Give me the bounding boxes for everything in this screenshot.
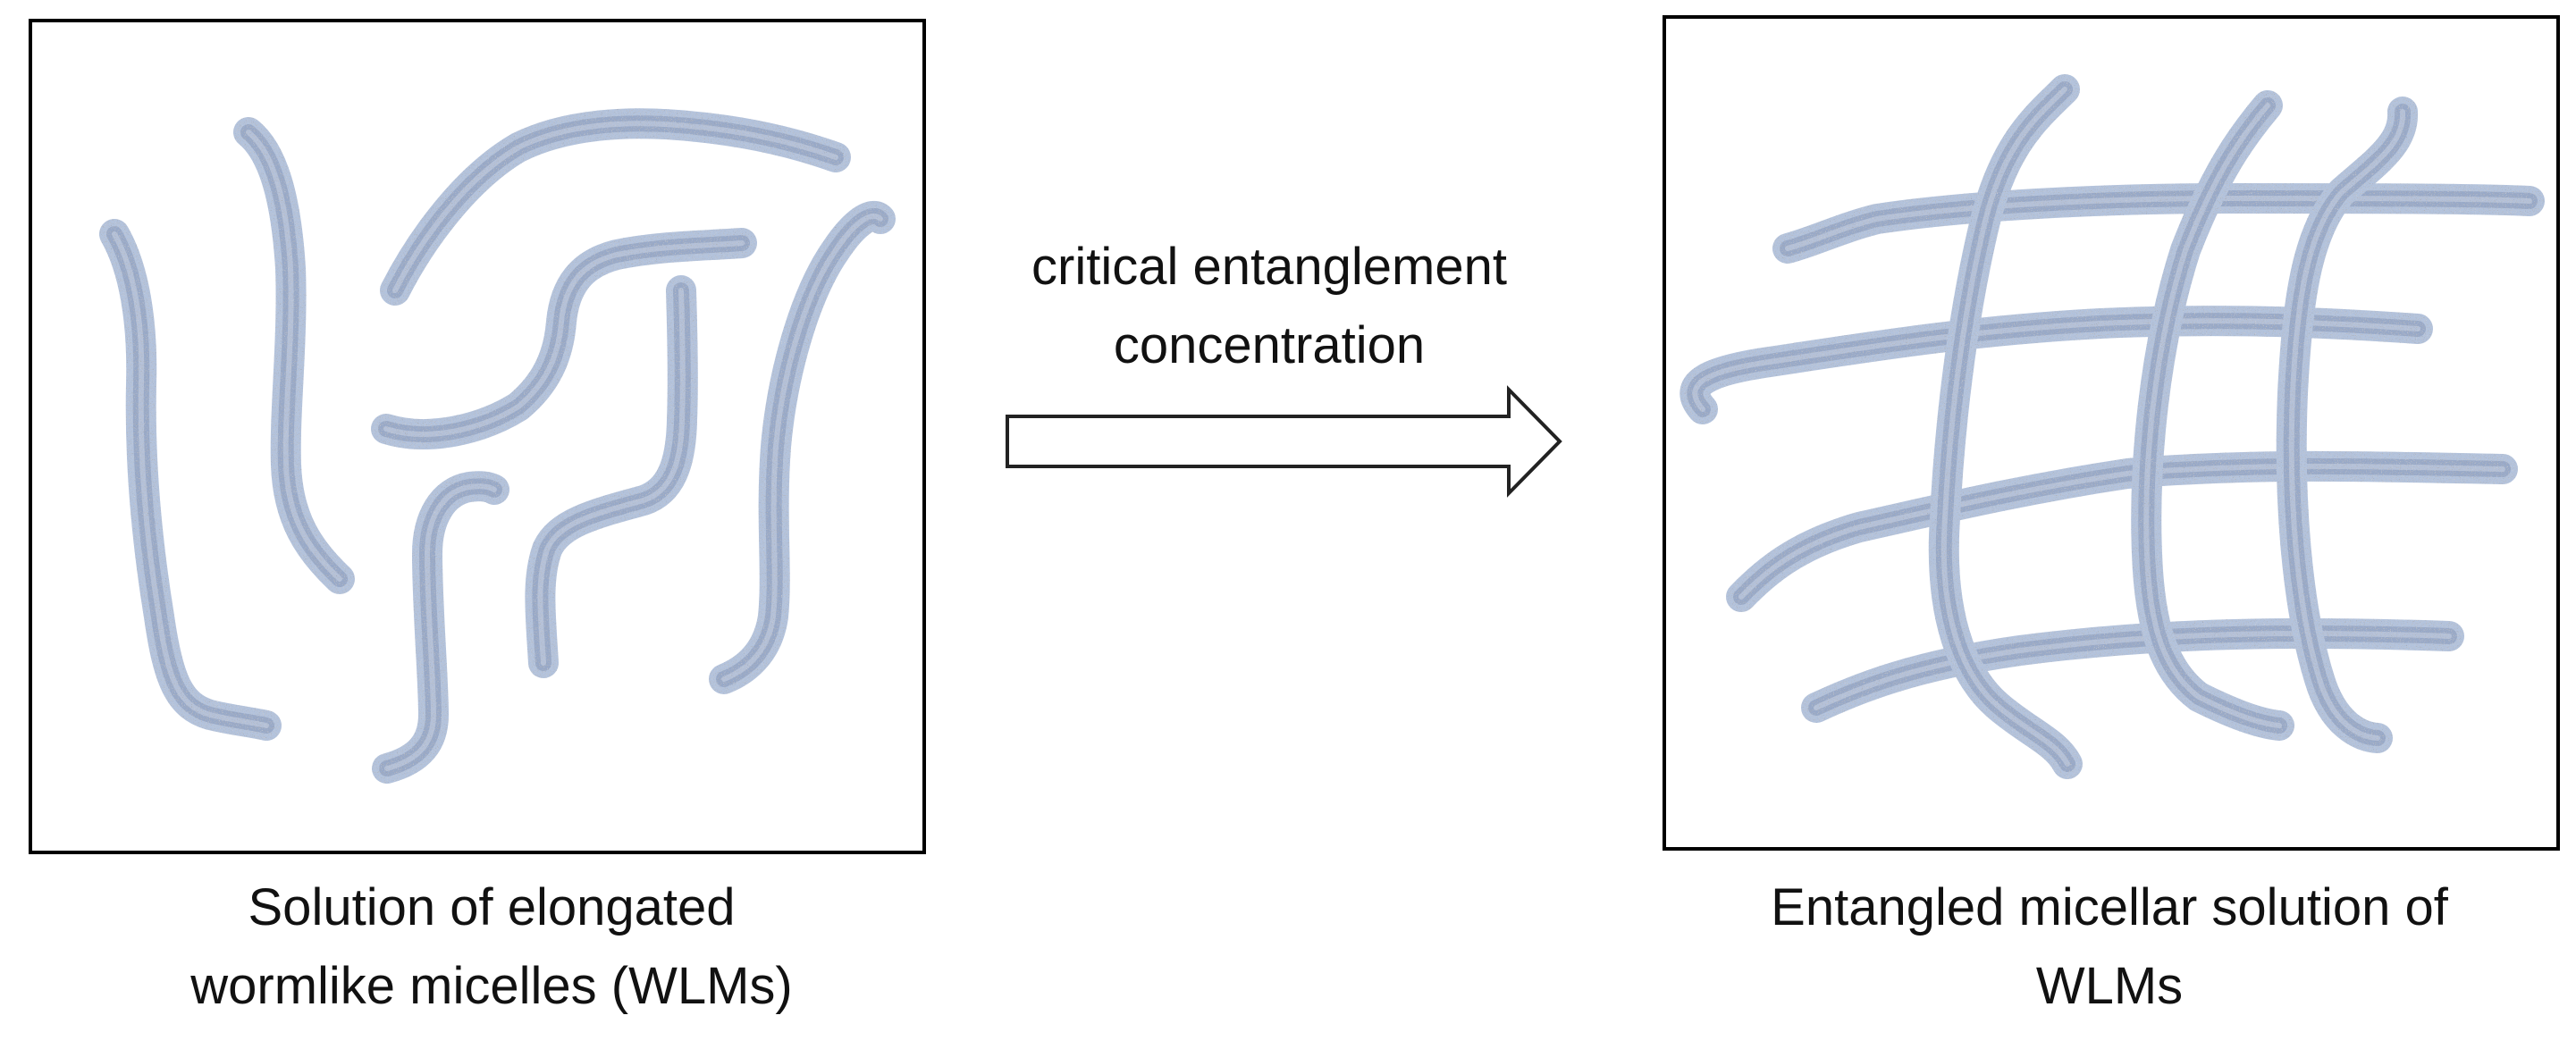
right-caption-line-1: Entangled micellar solution of — [1771, 878, 2448, 936]
right-panel-frame — [1663, 15, 2560, 851]
arrow-label-line-1: critical entanglement — [1031, 238, 1507, 296]
wormlike-micelle-6 — [525, 275, 698, 678]
left-caption-line-2: wormlike micelles (WLMs) — [190, 957, 793, 1015]
right-arrow-outline-icon — [1006, 385, 1562, 498]
network-micelle-3 — [1726, 450, 2518, 612]
left-caption-line-1: Solution of elongated — [248, 878, 736, 936]
arrow-shape — [1006, 385, 1562, 498]
network-micelle-6 — [2131, 90, 2294, 741]
network-micelle-7 — [2276, 97, 2419, 753]
right-panel-caption: Entangled micellar solution of WLMs — [1663, 869, 2556, 1026]
wormlike-micelle-7 — [709, 201, 896, 694]
arrow-label-line-2: concentration — [1113, 316, 1426, 374]
wormlike-micelle-5 — [372, 471, 509, 784]
wormlike-micelle-1 — [99, 219, 282, 741]
wormlike-micelle-3 — [380, 108, 851, 306]
left-micelles — [99, 108, 896, 784]
right-caption-line-2: WLMs — [2035, 957, 2184, 1015]
left-panel-caption: Solution of elongated wormlike micelles … — [27, 869, 956, 1026]
network-micelle-1 — [1772, 183, 2545, 264]
network-micelle-5 — [1928, 74, 2083, 779]
right-micelles — [1679, 74, 2545, 779]
wormlike-micelle-2 — [233, 117, 355, 594]
wormlike-micelle-4 — [371, 228, 757, 449]
arrow-label: critical entanglement concentration — [965, 228, 1573, 385]
